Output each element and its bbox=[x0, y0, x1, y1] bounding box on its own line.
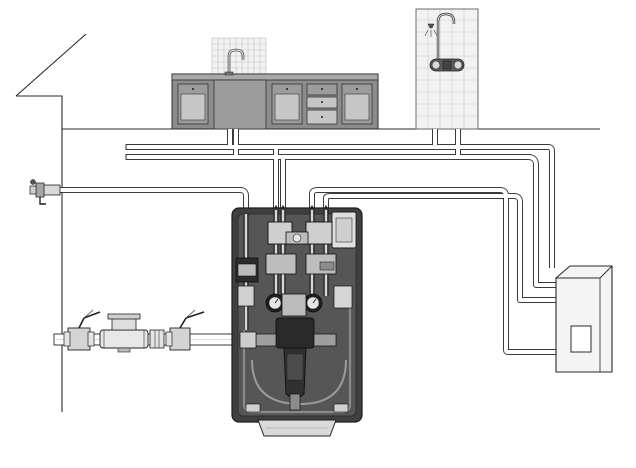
water-heater bbox=[555, 265, 613, 373]
faucet-icon bbox=[224, 48, 245, 76]
kitchen-backsplash bbox=[211, 37, 267, 75]
shower-icon bbox=[424, 12, 465, 72]
ball-valve-icon bbox=[149, 309, 205, 351]
ball-valve-icon bbox=[267, 221, 333, 245]
kitchen-cabinets bbox=[171, 73, 379, 130]
gauge-icon bbox=[303, 293, 323, 313]
pipe-network bbox=[60, 129, 556, 355]
gauge-icon bbox=[265, 293, 285, 313]
manifold-unit bbox=[231, 207, 363, 437]
ball-valve-icon bbox=[63, 309, 101, 351]
water-meter-icon bbox=[99, 313, 149, 353]
hose-bib-icon bbox=[29, 179, 61, 205]
